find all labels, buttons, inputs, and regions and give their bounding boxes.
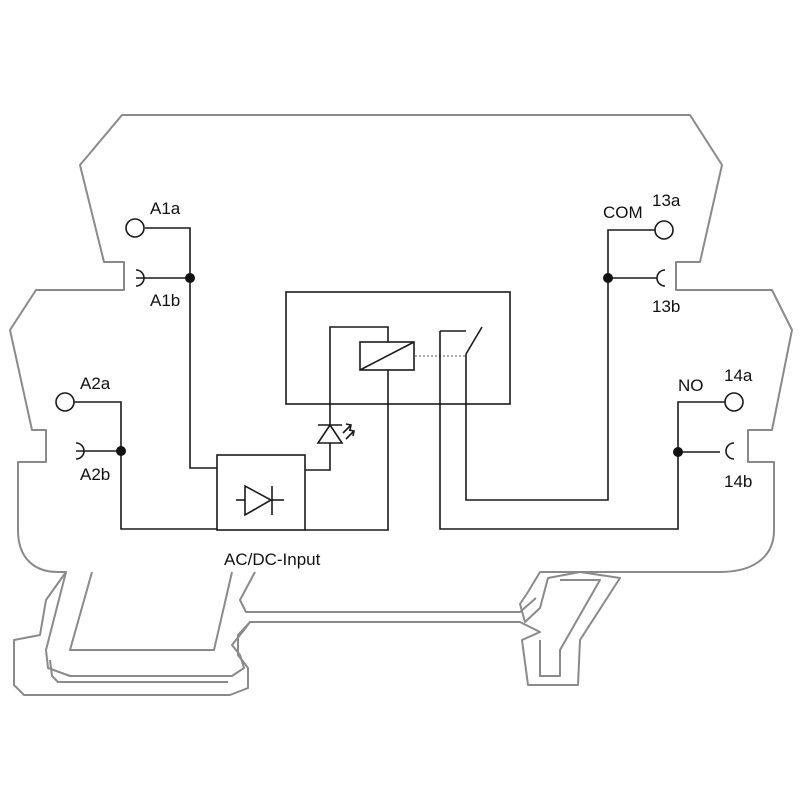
junction-dots — [116, 273, 683, 457]
junction-a1 — [185, 273, 195, 283]
housing-outline — [9, 114, 793, 696]
label-14a: 14a — [724, 366, 753, 385]
label-a2b: A2b — [80, 465, 110, 484]
rectifier-block — [216, 454, 306, 531]
terminal-a1b[interactable] — [135, 269, 145, 287]
terminal-13b[interactable] — [656, 269, 666, 287]
label-a2a: A2a — [80, 374, 111, 393]
junction-com — [603, 273, 613, 283]
label-no: NO — [678, 376, 704, 395]
label-14b: 14b — [724, 472, 752, 491]
relay-contact — [439, 229, 679, 530]
label-com: COM — [603, 203, 643, 222]
label-13a: 13a — [652, 191, 681, 210]
terminal-a2b[interactable] — [75, 442, 85, 460]
labels: A1a A1b A2a A2b COM 13a 13b NO 14a 14b A… — [80, 191, 753, 569]
led-indicator — [305, 326, 389, 471]
relay-coil — [305, 341, 466, 531]
terminal-13a[interactable] — [654, 220, 674, 240]
terminal-14b[interactable] — [725, 442, 735, 460]
terminals — [55, 218, 744, 460]
led-diode-icon — [316, 423, 344, 444]
relay-enclosure — [285, 291, 511, 405]
terminal-a2a[interactable] — [55, 392, 75, 412]
label-ac-dc-input: AC/DC-Input — [224, 550, 321, 569]
label-a1a: A1a — [150, 199, 181, 218]
label-13b: 13b — [652, 297, 680, 316]
terminal-a1a[interactable] — [125, 218, 145, 238]
junction-a2 — [116, 446, 126, 456]
label-a1b: A1b — [150, 291, 180, 310]
junction-no — [673, 447, 683, 457]
switch-contact-icon — [465, 326, 483, 355]
right-wiring — [608, 277, 725, 453]
terminal-14a[interactable] — [724, 392, 744, 412]
